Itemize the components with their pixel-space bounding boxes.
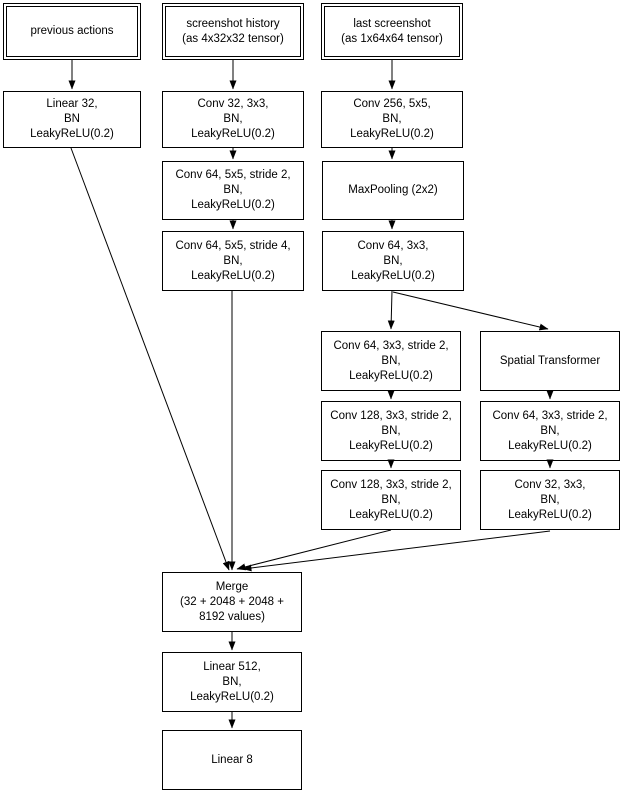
- node-linear-512-label: Linear 512, BN, LeakyReLU(0.2): [190, 660, 274, 703]
- edge-conv-128-b-to-merge: [236, 529, 392, 571]
- node-maxpooling-label: MaxPooling (2x2): [348, 184, 438, 196]
- node-conv-64-3x3-label: Conv 64, 3x3, BN, LeakyReLU(0.2): [351, 239, 435, 282]
- node-merge: Merge (32 + 2048 + 2048 + 8192 values): [162, 572, 302, 632]
- node-last-screenshot-label: last screenshot (as 1x64x64 tensor): [341, 17, 443, 45]
- edge-conv-64-3x3-to-spatial-transformer: [392, 291, 549, 331]
- node-conv-128-3x3-s2-b-label: Conv 128, 3x3, stride 2, BN, LeakyReLU(0…: [330, 478, 452, 521]
- node-conv-64-5x5-s4-label: Conv 64, 5x5, stride 4, BN, LeakyReLU(0.…: [175, 239, 291, 282]
- node-conv-256-5x5: Conv 256, 5x5, BN, LeakyReLU(0.2): [321, 91, 463, 148]
- node-spatial-transformer: Spatial Transformer: [480, 331, 620, 391]
- node-conv-32-3x3-right-label: Conv 32, 3x3, BN, LeakyReLU(0.2): [508, 478, 592, 521]
- node-conv-32-3x3-right: Conv 32, 3x3, BN, LeakyReLU(0.2): [480, 470, 620, 530]
- node-conv-64-5x5-s2-label: Conv 64, 5x5, stride 2, BN, LeakyReLU(0.…: [175, 169, 291, 211]
- node-conv-64-3x3: Conv 64, 3x3, BN, LeakyReLU(0.2): [322, 231, 464, 291]
- node-conv-128-3x3-s2-a: Conv 128, 3x3, stride 2, BN, LeakyReLU(0…: [321, 401, 461, 461]
- node-previous-actions-label: previous actions: [30, 25, 114, 37]
- node-linear-32-label: Linear 32, BN LeakyReLU(0.2): [30, 98, 114, 140]
- node-linear-32: Linear 32, BN LeakyReLU(0.2): [3, 91, 141, 148]
- node-conv-64-3x3-s2-right: Conv 64, 3x3, stride 2, BN, LeakyReLU(0.…: [480, 401, 620, 461]
- node-conv-64-3x3-s2-left-label: Conv 64, 3x3, stride 2, BN, LeakyReLU(0.…: [333, 339, 449, 382]
- node-conv-32-3x3: Conv 32, 3x3, BN, LeakyReLU(0.2): [162, 91, 304, 148]
- node-linear-8: Linear 8: [162, 730, 302, 790]
- node-screenshot-history: screenshot history (as 4x32x32 tensor): [162, 3, 304, 60]
- edge-conv-32-3x3-right-to-merge: [242, 530, 551, 572]
- node-screenshot-history-label: screenshot history (as 4x32x32 tensor): [182, 17, 284, 45]
- node-merge-label: Merge (32 + 2048 + 2048 + 8192 values): [180, 580, 284, 623]
- node-conv-64-3x3-s2-left: Conv 64, 3x3, stride 2, BN, LeakyReLU(0.…: [321, 331, 461, 391]
- node-conv-256-5x5-label: Conv 256, 5x5, BN, LeakyReLU(0.2): [350, 98, 434, 140]
- node-linear-8-label: Linear 8: [211, 753, 253, 766]
- node-conv-64-5x5-s2: Conv 64, 5x5, stride 2, BN, LeakyReLU(0.…: [162, 161, 304, 220]
- edge-conv-64-3x3-to-conv-64-3x3-s2-left: [387, 290, 395, 330]
- node-spatial-transformer-label: Spatial Transformer: [499, 354, 601, 367]
- node-previous-actions: previous actions: [3, 3, 141, 60]
- node-linear-512: Linear 512, BN, LeakyReLU(0.2): [162, 652, 302, 712]
- node-conv-64-5x5-s4: Conv 64, 5x5, stride 4, BN, LeakyReLU(0.…: [162, 231, 304, 291]
- node-conv-32-3x3-label: Conv 32, 3x3, BN, LeakyReLU(0.2): [191, 98, 275, 140]
- node-conv-64-3x3-s2-right-label: Conv 64, 3x3, stride 2, BN, LeakyReLU(0.…: [492, 409, 608, 452]
- node-conv-128-3x3-s2-a-label: Conv 128, 3x3, stride 2, BN, LeakyReLU(0…: [330, 409, 452, 452]
- node-conv-128-3x3-s2-b: Conv 128, 3x3, stride 2, BN, LeakyReLU(0…: [321, 470, 461, 530]
- node-maxpooling: MaxPooling (2x2): [322, 161, 464, 220]
- node-last-screenshot: last screenshot (as 1x64x64 tensor): [321, 3, 463, 60]
